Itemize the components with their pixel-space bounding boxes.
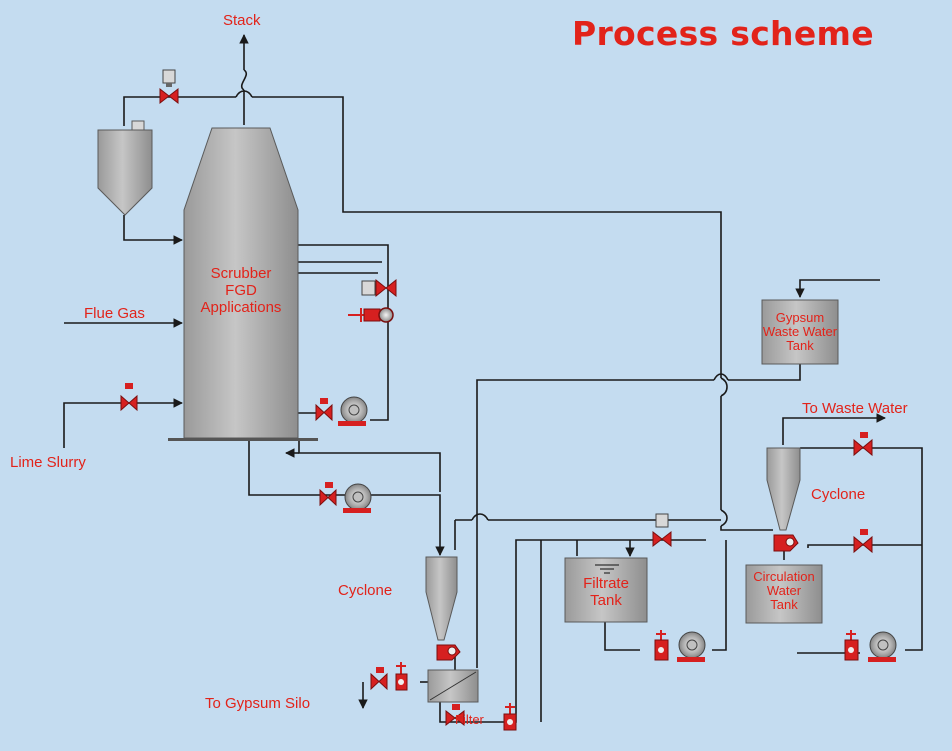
valve-icon xyxy=(120,383,138,412)
to-waste-water-label: To Waste Water xyxy=(802,400,908,417)
actuated-valve-icon xyxy=(159,69,179,105)
filtrate-tank xyxy=(564,557,648,623)
pump-icon xyxy=(773,534,799,552)
scrubber-base xyxy=(168,438,318,441)
cyclone-left xyxy=(425,556,458,641)
cyclone-left-label: Cyclone xyxy=(338,582,393,599)
cyclone-right-label: Cyclone xyxy=(811,486,866,503)
valve-icon xyxy=(853,529,873,554)
circulation-tank-label: Circulation Water Tank xyxy=(753,569,815,612)
pump-icon xyxy=(315,396,368,426)
pump-icon xyxy=(436,644,461,661)
cyclone-right xyxy=(766,447,801,531)
filter-unit xyxy=(427,669,479,703)
filtrate-tank-label: Filtrate Tank xyxy=(583,575,629,609)
lime-hopper xyxy=(97,120,153,216)
to-gypsum-silo-label: To Gypsum Silo xyxy=(205,695,311,712)
gypsum-waste-water-tank xyxy=(761,299,839,365)
dosing-pump-icon xyxy=(395,662,408,691)
flue-gas-label: Flue Gas xyxy=(84,305,145,322)
lime-slurry-label: Lime Slurry xyxy=(10,454,86,471)
pump-icon xyxy=(677,631,706,662)
dosing-pump-icon xyxy=(503,703,517,731)
pump-icon xyxy=(319,482,372,513)
dosing-pump-icon xyxy=(654,630,669,661)
pump-icon xyxy=(868,631,897,662)
scrubber-label: Scrubber FGD Applications xyxy=(200,265,282,316)
page-title: Process scheme xyxy=(572,14,874,53)
valve-icon xyxy=(853,432,873,457)
stack-label: Stack xyxy=(223,12,261,29)
filter-label: Filter xyxy=(455,712,484,727)
dosing-pump-icon xyxy=(844,630,859,661)
valve-icon xyxy=(445,704,465,727)
circulation-water-tank xyxy=(745,564,823,624)
dosing-valve-icon xyxy=(348,307,394,323)
actuated-valve-icon xyxy=(361,278,397,298)
valve-icon xyxy=(370,667,388,691)
gypsum-tank-label: Gypsum Waste Water Tank xyxy=(762,310,838,353)
actuated-valve-icon xyxy=(652,513,672,548)
